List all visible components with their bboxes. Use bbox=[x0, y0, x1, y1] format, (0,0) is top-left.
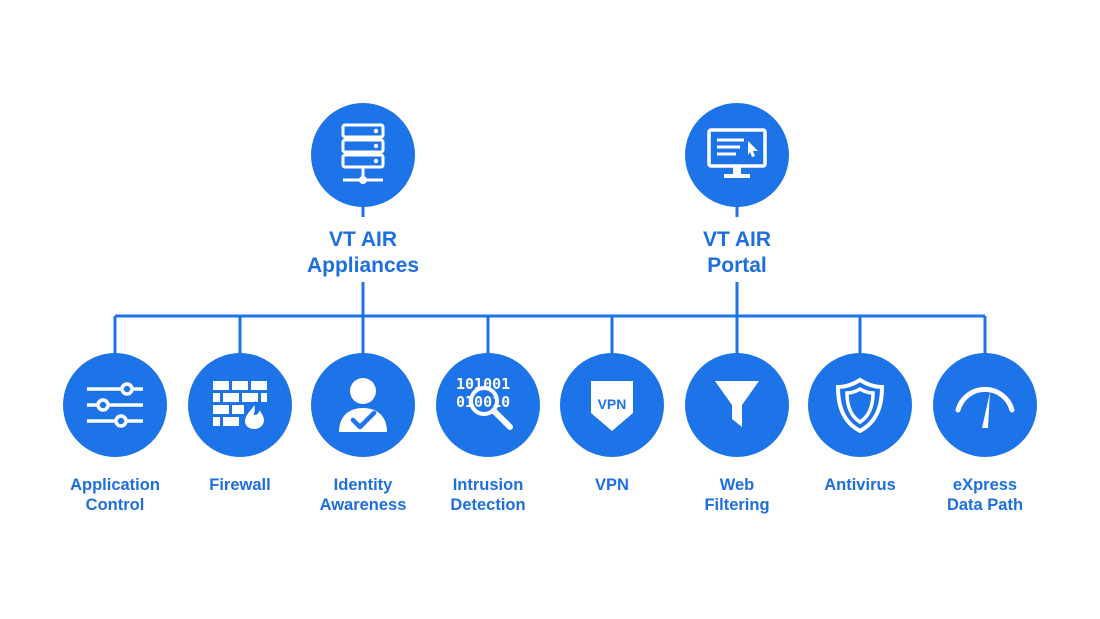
vpn-shield-icon: VPN bbox=[587, 377, 637, 433]
application-control-node bbox=[63, 353, 167, 457]
server-rack-icon bbox=[333, 123, 393, 187]
firewall-label: Firewall bbox=[209, 476, 271, 494]
user-check-icon bbox=[335, 376, 391, 434]
funnel-icon bbox=[713, 379, 761, 431]
shield-icon bbox=[835, 377, 885, 433]
portal-label: VT AIR Portal bbox=[702, 228, 772, 277]
binary-row-1: 101001 bbox=[456, 375, 510, 393]
express-data-path-node bbox=[933, 353, 1037, 457]
portal-node bbox=[685, 103, 789, 207]
antivirus-node bbox=[808, 353, 912, 457]
sliders-icon bbox=[83, 381, 147, 429]
identity-awareness-label: Identity Awareness bbox=[319, 476, 407, 514]
binary-row-2: 010010 bbox=[456, 393, 510, 411]
binary-search-icon: 101001 010010 bbox=[454, 373, 522, 437]
firewall-node bbox=[188, 353, 292, 457]
web-filtering-node bbox=[685, 353, 789, 457]
intrusion-detection-label: Intrusion Detection bbox=[450, 476, 526, 514]
identity-awareness-node bbox=[311, 353, 415, 457]
express-data-path-label: eXpress Data Path bbox=[946, 476, 1024, 514]
appliances-node bbox=[311, 103, 415, 207]
antivirus-label: Antivirus bbox=[824, 476, 896, 494]
gauge-icon bbox=[952, 380, 1018, 430]
application-control-label: Application Control bbox=[70, 476, 160, 514]
appliances-label: VT AIR Appliances bbox=[306, 228, 420, 277]
monitor-icon bbox=[706, 127, 768, 183]
brick-wall-fire-icon bbox=[211, 379, 269, 431]
vpn-badge-text: VPN bbox=[598, 396, 627, 412]
intrusion-detection-node: 101001 010010 bbox=[436, 353, 540, 457]
vpn-label: VPN bbox=[595, 476, 629, 494]
web-filtering-label: Web Filtering bbox=[704, 476, 770, 514]
vpn-node: VPN bbox=[560, 353, 664, 457]
